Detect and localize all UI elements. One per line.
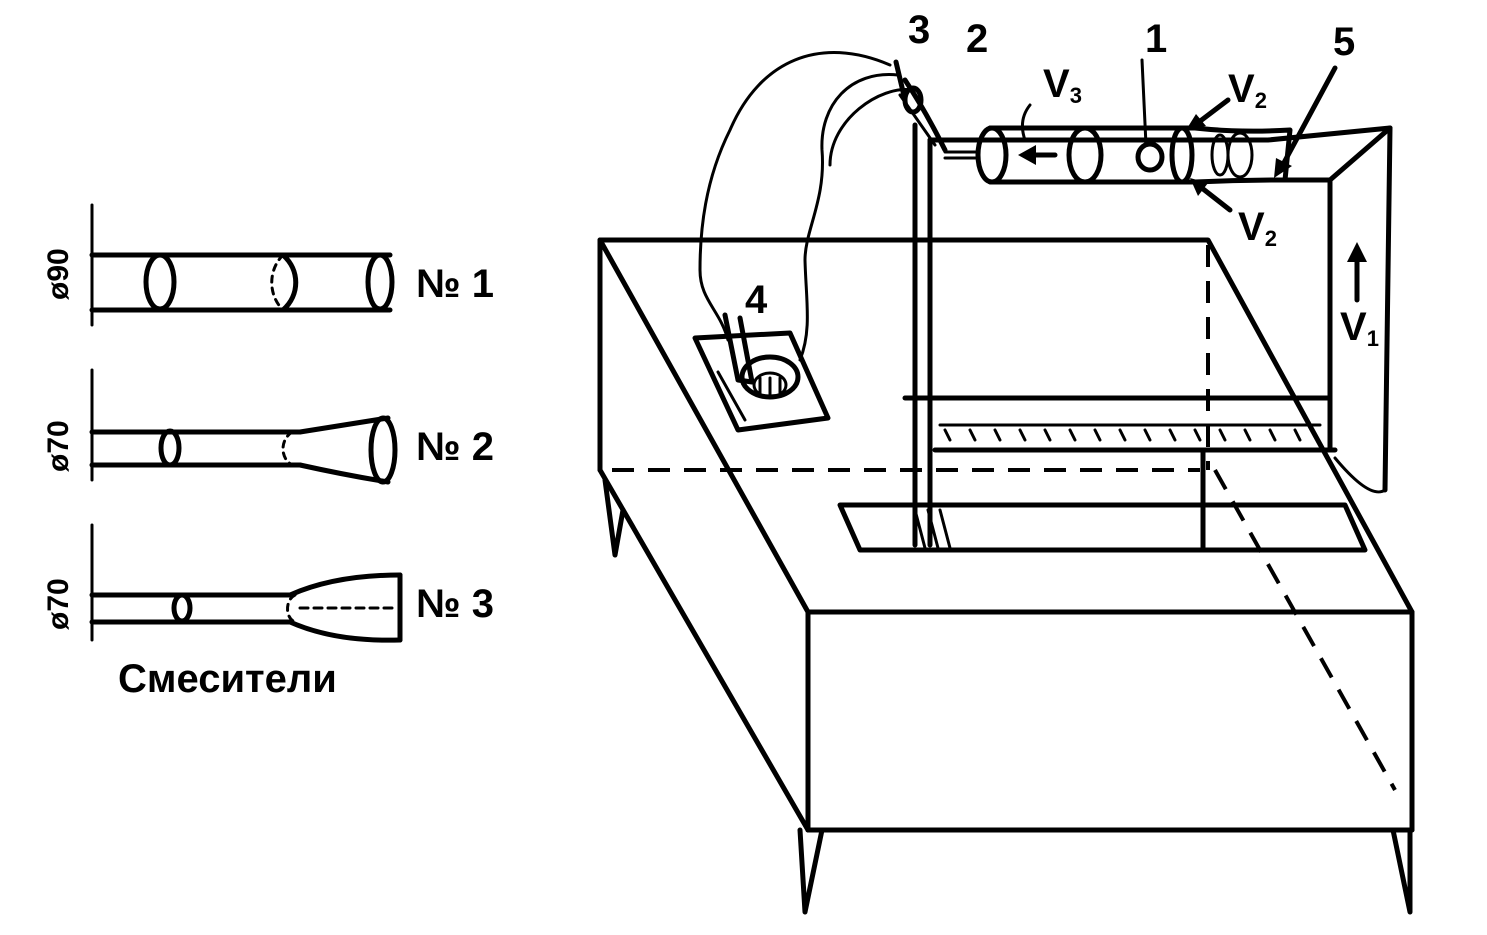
mixer-1-label: № 1 [416,262,494,306]
mixer-1: ø90 № 1 [42,203,494,327]
mixers-caption: Смесители [118,657,337,701]
mixer-2-label: № 2 [416,425,494,469]
callout-1: 1 [1145,17,1167,61]
callout-4: 4 [745,278,768,322]
sensor-box-4 [692,312,831,433]
probe-assembly [893,59,948,153]
velocity-v2-top: V2 [1228,67,1267,113]
callout-5: 5 [1333,20,1355,64]
mixer-3: ø70 № 3 [42,523,494,643]
mixer-tube [943,125,1293,185]
mixer-1-diameter: ø90 [42,248,75,300]
table [597,237,1415,915]
mixer-2-diameter: ø70 [42,420,75,472]
channel-box [902,122,1393,548]
velocity-v2-bottom: V2 [1238,205,1277,251]
mixer-2: ø70 № 2 [42,368,494,485]
callout-3: 3 [908,8,930,52]
mixer-3-diameter: ø70 [42,578,75,630]
velocity-v3: V3 [1043,62,1082,108]
wires [698,51,914,362]
mixer-3-label: № 3 [416,582,494,626]
flow-arrows [1018,58,1367,303]
velocity-v1: V1 [1340,305,1379,351]
callout-2: 2 [966,17,988,61]
